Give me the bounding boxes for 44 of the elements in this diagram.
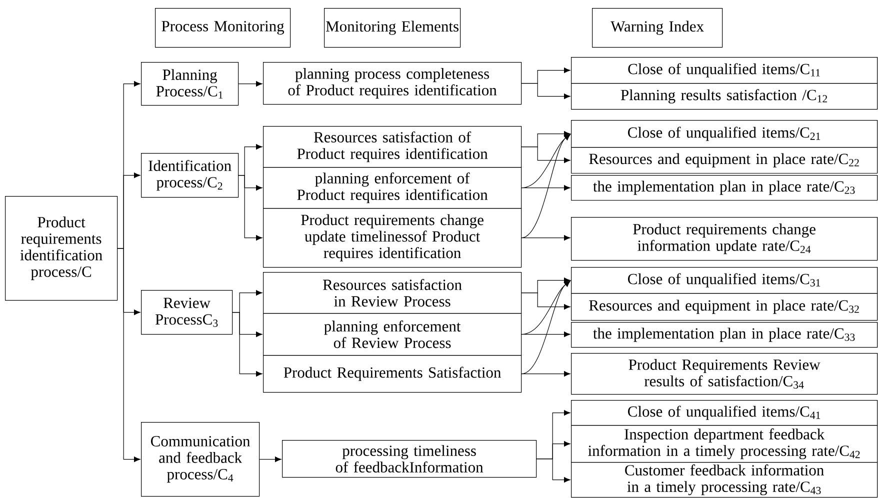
arrow — [238, 175, 262, 241]
arrow — [521, 235, 570, 241]
header-box: Warning Index — [592, 8, 723, 48]
index-box: Product requirements change information update rate/C$_{24}$ — [571, 217, 878, 261]
arrow — [232, 312, 262, 377]
arrow — [521, 146, 570, 164]
element-box: planning enforcement of Product requires identification — [263, 167, 522, 209]
element-box: Resources satisfaction of Product requires identification — [263, 126, 522, 168]
index-box: Product Requirements Review results of satisfaction/C$_{34}$ — [571, 353, 878, 395]
process-box: Planning Process/C$_{1}$ — [141, 62, 239, 106]
element-box: Resources satisfaction in Review Process — [263, 272, 522, 314]
arrow — [521, 280, 570, 374]
arrow — [259, 456, 282, 462]
index-box: Close of unqualified items/C$_{31}$ — [571, 267, 878, 294]
index-box: Close of unqualified items/C$_{41}$ — [571, 400, 878, 426]
element-box: processing timeliness of feedbackInformation — [282, 440, 537, 478]
process-box: Product requirements identification process/C — [5, 196, 118, 301]
arrow — [238, 81, 262, 87]
arrow — [521, 185, 570, 191]
index-box: Customer feedback information in a timely processing rate/C$_{43}$ — [571, 462, 878, 498]
arrow — [117, 248, 140, 462]
element-box: planning enforcement of Review Process — [263, 313, 522, 356]
index-box: Planning results satisfaction /C$_{12}$ — [571, 83, 878, 110]
process-box: Identification process/C$_{2}$ — [141, 153, 239, 198]
header-box: Monitoring Elements — [324, 8, 461, 48]
arrow — [521, 292, 570, 310]
element-box: planning process completeness of Product requires identification — [263, 62, 522, 105]
index-box: Inspection department feedback information in a timely processing rate/C$_{42}$ — [571, 425, 878, 463]
index-box: Close of unqualified items/C$_{11}$ — [571, 57, 878, 84]
arrow — [521, 134, 570, 238]
arrow — [521, 83, 570, 100]
arrow — [536, 458, 570, 483]
index-box: the implementation plan in place rate/C$_{23}$ — [571, 175, 878, 201]
arrow — [521, 371, 570, 377]
index-box: Resources and equipment in place rate/C$_{22}$ — [571, 147, 878, 174]
element-box: Product requirements change update timelinessof Product requires identification — [263, 208, 522, 268]
index-box: the implementation plan in place rate/C$_{33}$ — [571, 322, 878, 348]
header-box: Process Monitoring — [155, 8, 291, 48]
element-box: Product Requirements Satisfaction — [263, 355, 522, 393]
process-box: Communication and feedback process/C$_{4}$ — [141, 422, 260, 497]
arrow — [521, 332, 570, 338]
index-box: Close of unqualified items/C$_{21}$ — [571, 120, 878, 148]
index-box: Resources and equipment in place rate/C$_{32}$ — [571, 293, 878, 321]
process-box: Review ProcessC$_{3}$ — [141, 290, 233, 335]
